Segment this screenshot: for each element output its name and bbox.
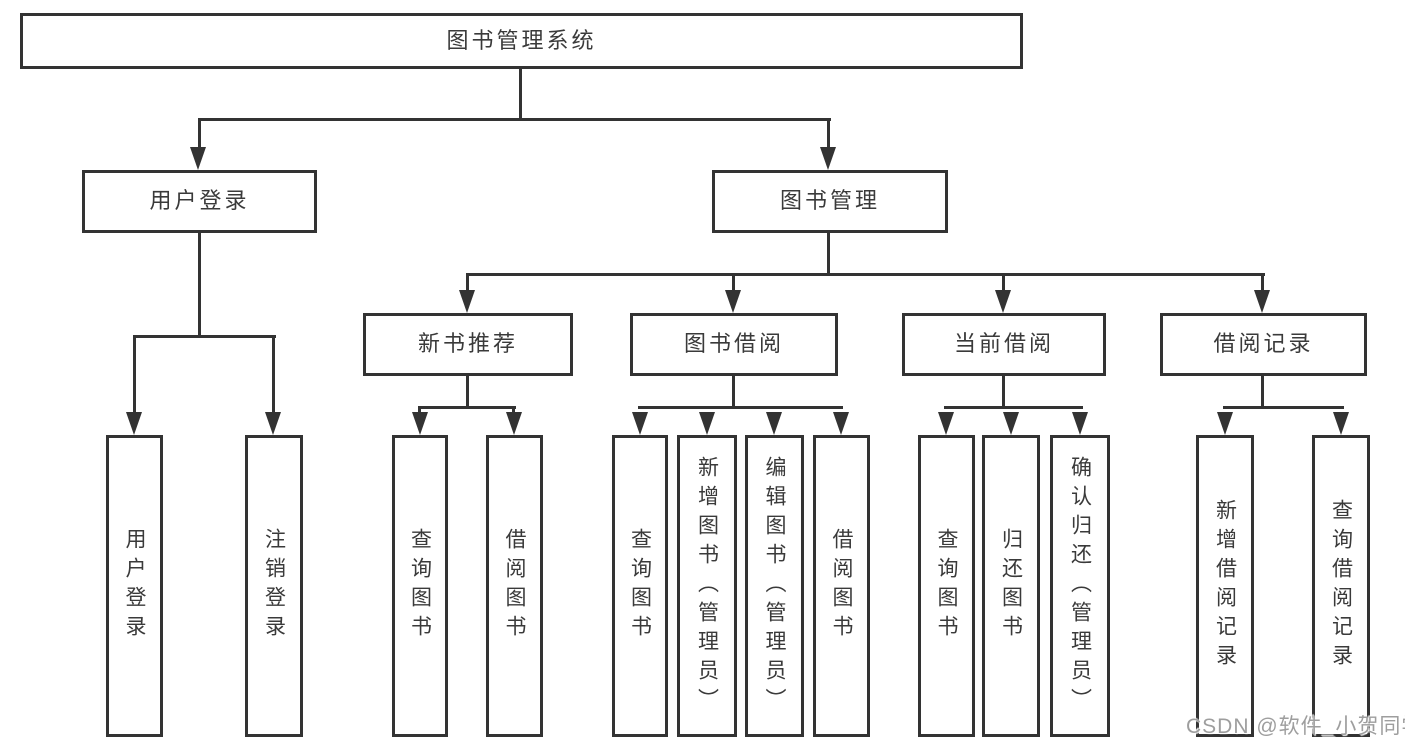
leaf-return-books: 归还图书 bbox=[982, 435, 1040, 737]
arrowhead-new-book bbox=[459, 290, 475, 313]
arrowhead-borrow-books-1 bbox=[506, 412, 522, 435]
leaf-user-login: 用户登录 bbox=[106, 435, 163, 737]
connector-drop-leaf-logout bbox=[272, 335, 275, 415]
leaf-query-books-recommend: 查询图书 bbox=[392, 435, 448, 737]
node-book-borrowing: 图书借阅 bbox=[630, 313, 838, 376]
connector-user-login-stem bbox=[198, 233, 201, 337]
connector-borrowing-records-branch bbox=[1223, 406, 1344, 409]
connector-user-login-branch bbox=[133, 335, 276, 338]
connector-drop-new-book bbox=[466, 273, 469, 293]
connector-book-borrowing-stem bbox=[732, 376, 735, 407]
arrowhead-query-books-3 bbox=[938, 412, 954, 435]
connector-drop-current-borrowing bbox=[1002, 273, 1005, 293]
arrowhead-book-borrowing bbox=[725, 290, 741, 313]
connector-borrowing-records-stem bbox=[1261, 376, 1264, 407]
connector-new-book-stem bbox=[466, 376, 469, 407]
connector-drop-borrowing-records bbox=[1261, 273, 1264, 293]
node-new-book-recommendation: 新书推荐 bbox=[363, 313, 573, 376]
connector-root-branch bbox=[198, 118, 831, 121]
leaf-confirm-return-admin: 确认归还（管理员） bbox=[1050, 435, 1110, 737]
arrowhead-user-login bbox=[190, 147, 206, 170]
arrowhead-borrow-books-2 bbox=[833, 412, 849, 435]
connector-current-borrowing-stem bbox=[1002, 376, 1005, 407]
arrowhead-add-books-admin bbox=[699, 412, 715, 435]
node-current-borrowing: 当前借阅 bbox=[902, 313, 1106, 376]
arrowhead-query-borrow-record bbox=[1333, 412, 1349, 435]
connector-book-management-branch bbox=[466, 273, 1265, 276]
arrowhead-edit-books-admin bbox=[766, 412, 782, 435]
node-borrowing-records: 借阅记录 bbox=[1160, 313, 1367, 376]
connector-drop bbox=[512, 406, 515, 416]
arrowhead-leaf-logout bbox=[265, 412, 281, 435]
connector-drop-leaf-user-login bbox=[133, 335, 136, 415]
arrowhead-current-borrowing bbox=[995, 290, 1011, 313]
leaf-borrow-books-recommend: 借阅图书 bbox=[486, 435, 543, 737]
connector-drop-user-login bbox=[198, 118, 201, 150]
arrowhead-borrowing-records bbox=[1254, 290, 1270, 313]
node-book-management: 图书管理 bbox=[712, 170, 948, 233]
arrowhead-return-books bbox=[1003, 412, 1019, 435]
arrowhead-query-books-1 bbox=[412, 412, 428, 435]
arrowhead-query-books-2 bbox=[632, 412, 648, 435]
connector-drop bbox=[418, 406, 421, 416]
leaf-edit-books-admin: 编辑图书（管理员） bbox=[745, 435, 804, 737]
connector-drop-book-borrowing bbox=[732, 273, 735, 293]
leaf-query-books-borrowing: 查询图书 bbox=[612, 435, 668, 737]
leaf-add-borrow-record: 新增借阅记录 bbox=[1196, 435, 1254, 737]
connector-root-stem bbox=[519, 69, 522, 120]
csdn-watermark: CSDN @软件_小贺同学 bbox=[1186, 715, 1405, 738]
connector-new-book-branch bbox=[418, 406, 516, 409]
node-library-management-system: 图书管理系统 bbox=[20, 13, 1023, 69]
leaf-query-borrow-record: 查询借阅记录 bbox=[1312, 435, 1370, 737]
leaf-add-books-admin: 新增图书（管理员） bbox=[677, 435, 737, 737]
arrowhead-book-management bbox=[820, 147, 836, 170]
arrowhead-add-borrow-record bbox=[1217, 412, 1233, 435]
connector-drop-book-management bbox=[827, 118, 830, 150]
arrowhead-leaf-user-login bbox=[126, 412, 142, 435]
connector-book-management-stem bbox=[827, 233, 830, 275]
leaf-borrow-books-borrowing: 借阅图书 bbox=[813, 435, 870, 737]
leaf-query-books-current: 查询图书 bbox=[918, 435, 975, 737]
leaf-logout-login: 注销登录 bbox=[245, 435, 303, 737]
node-user-login: 用户登录 bbox=[82, 170, 317, 233]
connector-current-borrowing-branch bbox=[944, 406, 1083, 409]
connector-book-borrowing-branch bbox=[638, 406, 843, 409]
arrowhead-confirm-return-admin bbox=[1072, 412, 1088, 435]
